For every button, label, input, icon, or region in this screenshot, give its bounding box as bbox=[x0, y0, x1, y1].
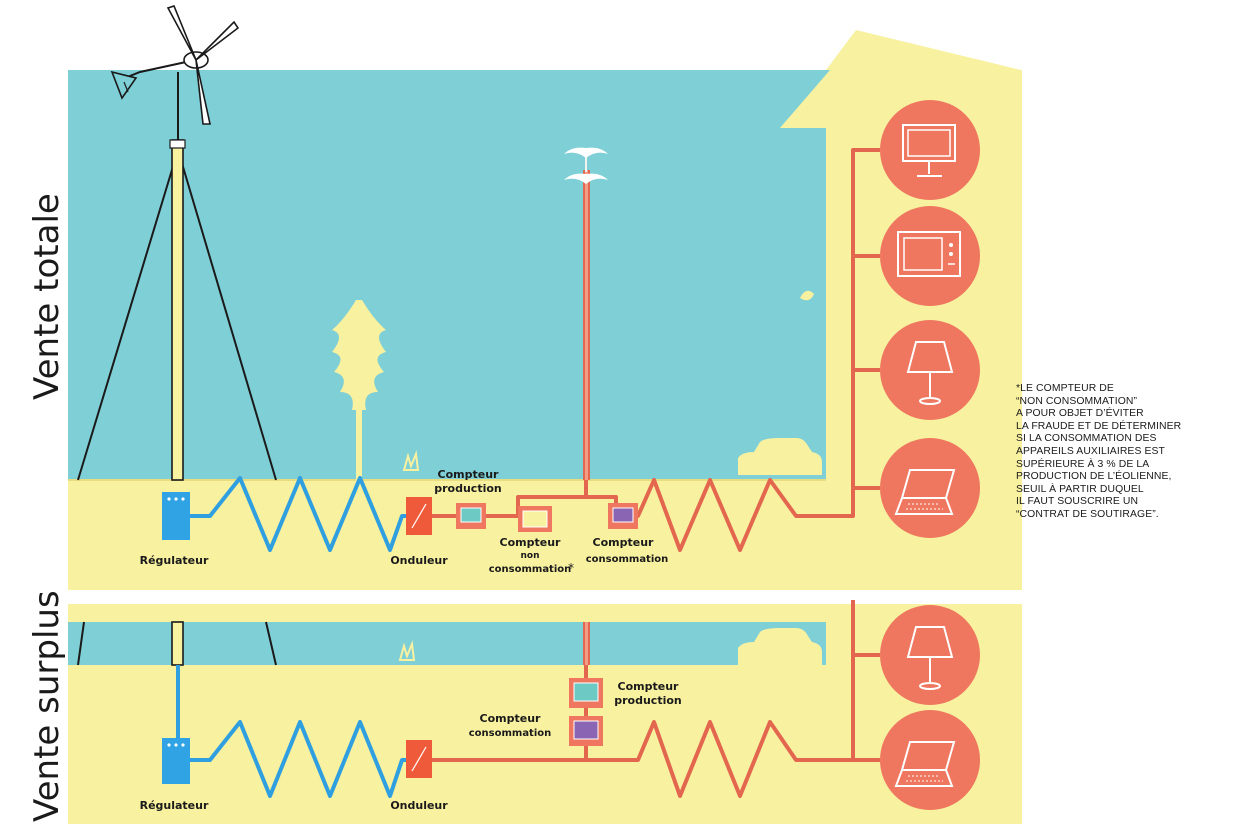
label-regulateur-top: Régulateur bbox=[140, 554, 209, 567]
footnote-line: “CONTRAT DE SOUTIRAGE”. bbox=[1016, 508, 1159, 520]
footnote-line: A POUR OBJET D’ÉVITER bbox=[1016, 408, 1144, 420]
label-production-bottom-1: Compteur bbox=[618, 680, 680, 693]
label-conso-bottom-1: Compteur bbox=[480, 712, 542, 725]
wind-turbine bbox=[77, 5, 277, 481]
section-vente-totale: Régulateur Onduleur Compteur production … bbox=[27, 5, 1022, 590]
car-icon bbox=[738, 628, 822, 665]
label-compteur-production-2: production bbox=[434, 482, 502, 495]
microwave-icon bbox=[880, 206, 980, 306]
grass-icon bbox=[398, 640, 416, 661]
blue-wire-top bbox=[190, 476, 410, 552]
meter-consumption-bottom bbox=[569, 716, 603, 746]
footnote: *LE COMPTEUR DE “NON CONSOMMATION” A POU… bbox=[1016, 383, 1238, 522]
label-compteur-conso-2: consommation bbox=[586, 554, 669, 565]
onduleur-box-bottom bbox=[406, 740, 432, 778]
tree-icon bbox=[332, 300, 386, 481]
label-non-conso-3: consommation bbox=[489, 564, 572, 575]
lamp-icon bbox=[880, 320, 980, 420]
car-icon bbox=[738, 438, 822, 475]
label-onduleur-top: Onduleur bbox=[390, 554, 448, 567]
red-wire-bottom bbox=[432, 600, 880, 798]
footnote-line: *LE COMPTEUR DE bbox=[1016, 383, 1114, 394]
meter-production-bottom bbox=[569, 678, 603, 708]
monitor-icon bbox=[880, 100, 980, 200]
label-production-bottom-2: production bbox=[614, 694, 682, 707]
title-vente-surplus: Vente surplus bbox=[27, 590, 67, 822]
meter-production-top bbox=[456, 503, 486, 529]
footnote-line: SEUIL À PARTIR DUQUEL bbox=[1016, 483, 1144, 495]
footnote-line: IL FAUT SOUSCRIRE UN bbox=[1016, 496, 1139, 508]
footnote-line: “NON CONSOMMATION” bbox=[1016, 395, 1138, 407]
bird-icon bbox=[800, 290, 814, 301]
regulator-box-bottom bbox=[162, 738, 190, 784]
meter-non-consumption bbox=[518, 506, 552, 532]
footnote-line: SUPÉRIEURE À 3 % DE LA bbox=[1016, 458, 1150, 470]
title-vente-totale: Vente totale bbox=[27, 193, 67, 400]
footnote-line: APPAREILS AUXILIAIRES EST bbox=[1016, 445, 1165, 457]
grid-pole bbox=[564, 147, 608, 480]
label-compteur-production-1: Compteur bbox=[438, 468, 500, 481]
footnote-line: LA FRAUDE ET DE DÉTERMINER bbox=[1016, 420, 1182, 432]
label-onduleur-bottom: Onduleur bbox=[390, 799, 448, 812]
red-wire-top bbox=[432, 148, 880, 552]
turbine-mast-bottom bbox=[171, 621, 184, 666]
label-asterisk: * bbox=[568, 561, 574, 575]
grass-icon bbox=[402, 450, 420, 471]
onduleur-box bbox=[406, 497, 432, 535]
label-non-conso-2: non bbox=[521, 551, 540, 561]
footnote-line: PRODUCTION DE L’ÉOLIENNE, bbox=[1016, 471, 1172, 483]
sky-area bbox=[68, 70, 830, 480]
footnote-line: SI LA CONSOMMATION DES bbox=[1016, 433, 1157, 445]
blue-wire-bottom bbox=[176, 665, 410, 798]
label-regulateur-bottom: Régulateur bbox=[140, 799, 209, 812]
regulator-box bbox=[162, 492, 190, 540]
label-compteur-conso-1: Compteur bbox=[593, 536, 655, 549]
laptop-icon bbox=[880, 438, 980, 538]
meter-consumption-top bbox=[608, 503, 638, 529]
label-conso-bottom-2: consommation bbox=[469, 728, 552, 739]
lamp-icon bbox=[880, 605, 980, 705]
laptop-icon bbox=[880, 710, 980, 810]
label-non-conso-1: Compteur bbox=[500, 536, 562, 549]
section-vente-surplus: Régulateur Onduleur Compteur production … bbox=[27, 590, 1022, 824]
